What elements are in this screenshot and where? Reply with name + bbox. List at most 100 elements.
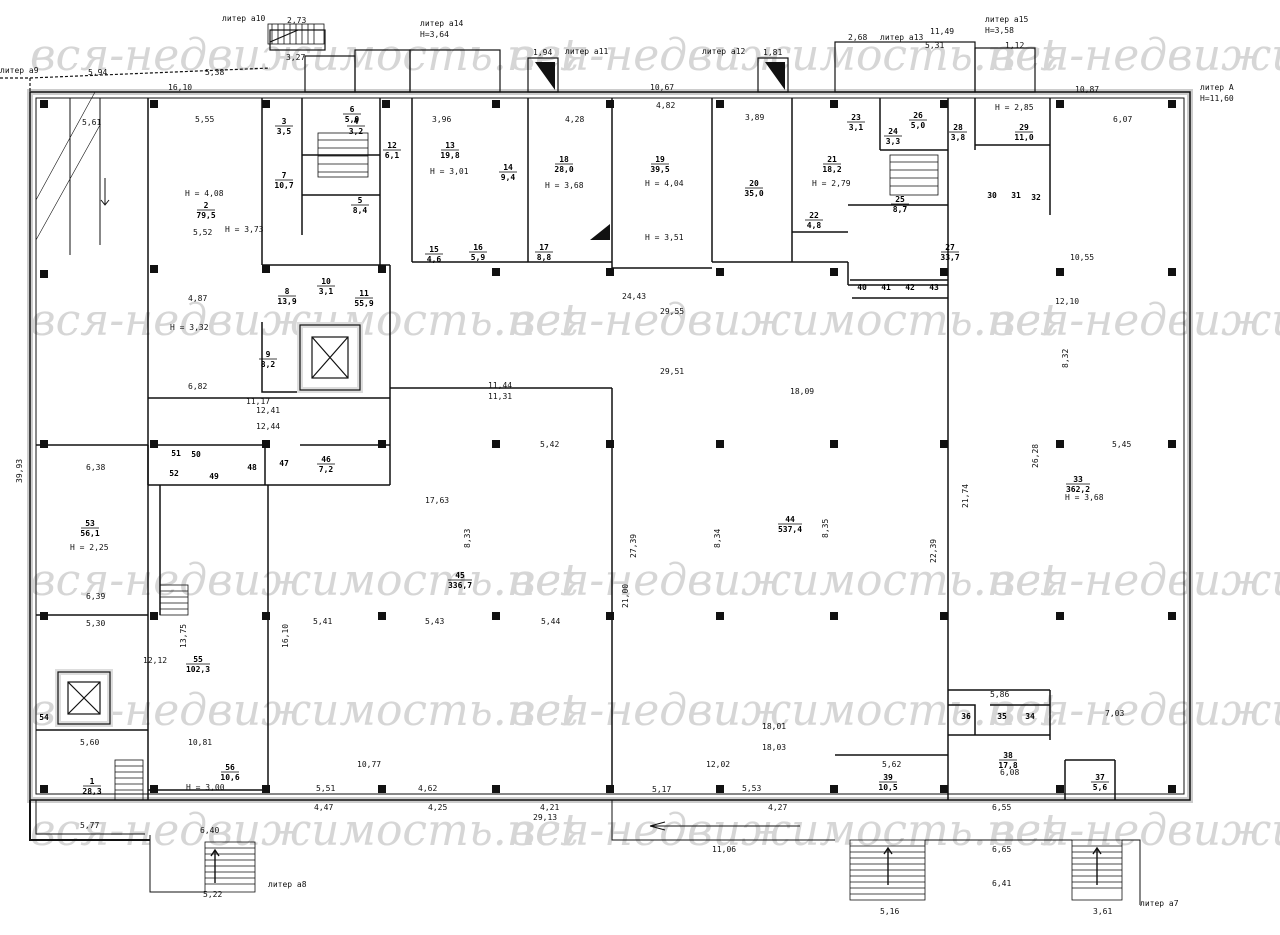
dimension-label: 6,38: [86, 463, 105, 472]
room-label: 258,7: [891, 195, 909, 214]
svg-text:20: 20: [749, 179, 759, 188]
room-label: 36: [961, 712, 971, 721]
dimension-label: 5,41: [313, 617, 332, 626]
height-label: H=3,64: [420, 30, 449, 39]
dimension-label: 3,61: [1093, 907, 1112, 916]
room-labels: 128,3 279,5 33,5 43,2 58,4 65,0 710,7 81…: [39, 105, 1109, 796]
dimension-label: 6,07: [1113, 115, 1132, 124]
svg-text:5,0: 5,0: [911, 121, 926, 130]
dimension-label: 11,44: [488, 381, 512, 390]
svg-text:4,8: 4,8: [807, 221, 822, 230]
watermark: вся-недвижимость.net: [990, 685, 1280, 736]
svg-text:37: 37: [1095, 773, 1105, 782]
svg-text:8,8: 8,8: [537, 253, 552, 262]
dimension-label: 11,06: [712, 845, 736, 854]
dimension-label: 5,77: [80, 821, 99, 830]
room-label: 31: [1011, 191, 1021, 200]
dimension-label: 18,01: [762, 722, 786, 731]
dimension-label: 5,22: [203, 890, 222, 899]
dimension-label: 7,03: [1105, 709, 1124, 718]
dimension-label: 6,82: [188, 382, 207, 391]
svg-text:26: 26: [913, 111, 923, 120]
svg-text:51: 51: [171, 449, 181, 458]
height-label: H = 2,85: [995, 103, 1034, 112]
svg-text:8,2: 8,2: [261, 360, 276, 369]
svg-text:24: 24: [888, 127, 898, 136]
svg-text:23: 23: [851, 113, 861, 122]
dimension-label: 10,55: [1070, 253, 1094, 262]
svg-text:10,5: 10,5: [878, 783, 897, 792]
litera-label: литер а13: [880, 33, 924, 42]
svg-text:5,0: 5,0: [345, 115, 360, 124]
room-label: 42: [905, 283, 915, 292]
svg-text:21: 21: [827, 155, 837, 164]
watermark: вся-недвижимость.net: [30, 555, 579, 606]
svg-text:15: 15: [429, 245, 439, 254]
svg-text:39,5: 39,5: [650, 165, 669, 174]
svg-text:36: 36: [961, 712, 971, 721]
watermark: вся-недвижимость.net: [510, 295, 1059, 346]
room-label: 98,2: [259, 350, 277, 369]
svg-text:19,8: 19,8: [440, 151, 459, 160]
dimension-label: 11,49: [930, 27, 954, 36]
svg-text:18,2: 18,2: [822, 165, 841, 174]
litera-label: литер а12: [702, 47, 746, 56]
litera-label: литер а11: [565, 47, 609, 56]
height-label: H=11,60: [1200, 94, 1234, 103]
room-label: 30: [987, 191, 997, 200]
height-label: H = 4,08: [185, 189, 224, 198]
svg-text:52: 52: [169, 469, 179, 478]
svg-text:18: 18: [559, 155, 569, 164]
dimension-label: 5,42: [540, 440, 559, 449]
svg-text:11: 11: [359, 289, 369, 298]
svg-text:7,2: 7,2: [319, 465, 334, 474]
svg-text:13: 13: [445, 141, 455, 150]
stair-shading: [590, 224, 610, 240]
svg-text:35: 35: [997, 712, 1007, 721]
svg-text:14: 14: [503, 163, 513, 172]
room-label: 50: [191, 450, 201, 459]
dimension-label: 6,39: [86, 592, 105, 601]
dimension-label: 4,47: [314, 803, 333, 812]
svg-text:31: 31: [1011, 191, 1021, 200]
room-label: 48: [247, 463, 257, 472]
litera-label: литер а14: [420, 19, 464, 28]
dimension-label: 5,17: [652, 785, 671, 794]
room-label: 265,0: [909, 111, 927, 130]
svg-text:7: 7: [282, 171, 287, 180]
stair-shading: [765, 62, 785, 90]
room-label: 279,5: [196, 201, 215, 220]
dimension-label: 5,52: [193, 228, 212, 237]
svg-text:3,2: 3,2: [349, 127, 364, 136]
litera-label: литер а8: [268, 880, 307, 889]
dimension-label: 10,77: [357, 760, 381, 769]
room-label: 128,3: [82, 777, 101, 796]
svg-text:3,1: 3,1: [319, 287, 334, 296]
svg-text:10,7: 10,7: [274, 181, 293, 190]
svg-text:2: 2: [204, 201, 209, 210]
svg-text:28: 28: [953, 123, 963, 132]
svg-text:27: 27: [945, 243, 955, 252]
svg-text:29: 29: [1019, 123, 1029, 132]
height-label: H = 3,68: [1065, 493, 1104, 502]
watermark: вся-недвижимость.net: [30, 805, 579, 856]
svg-text:33,7: 33,7: [940, 253, 959, 262]
top-annexes: [0, 29, 1036, 93]
svg-text:13,9: 13,9: [277, 297, 296, 306]
dimension-label: 24,43: [622, 292, 646, 301]
room-label: 149,4: [499, 163, 517, 182]
svg-text:537,4: 537,4: [778, 525, 802, 534]
svg-text:38: 38: [1003, 751, 1013, 760]
dimension-label: 4,28: [565, 115, 584, 124]
dimension-label: 3,96: [432, 115, 451, 124]
svg-text:48: 48: [247, 463, 257, 472]
dimension-label: 27,39: [629, 534, 638, 558]
dimension-label: 5,31: [925, 41, 944, 50]
